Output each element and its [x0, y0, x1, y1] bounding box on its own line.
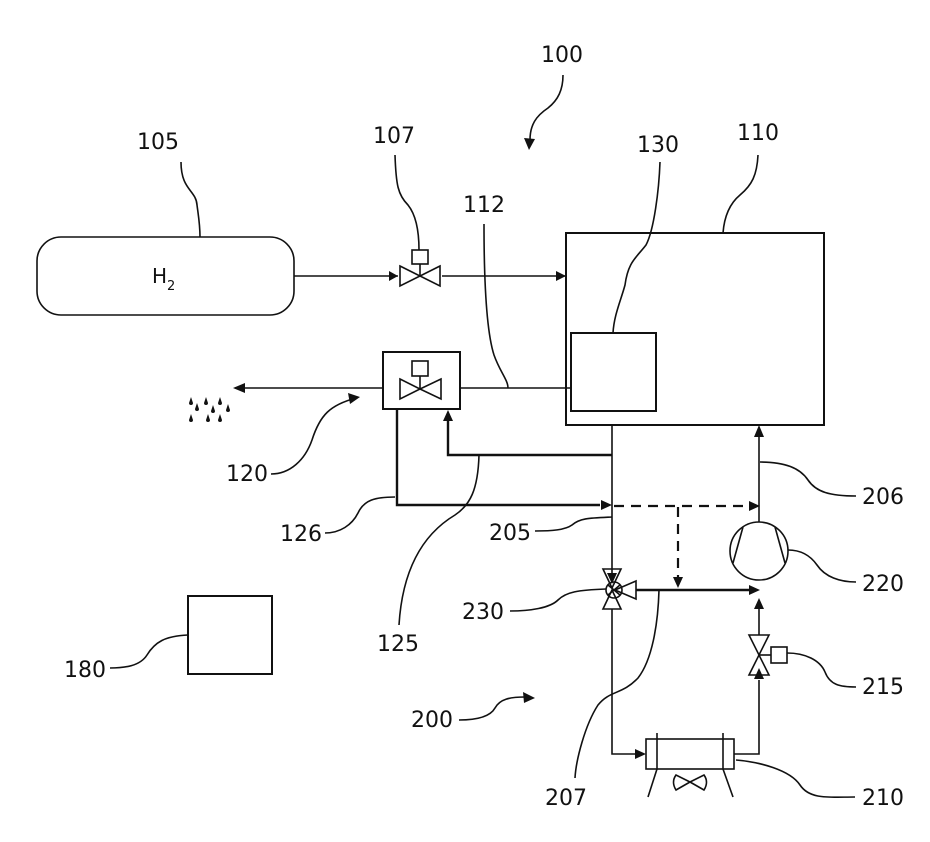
- leader-206: [760, 462, 856, 496]
- arrowhead: [556, 271, 566, 281]
- coolant-valve: [749, 635, 787, 675]
- ref-105: 105: [137, 130, 179, 155]
- ref-205: 205: [489, 521, 531, 546]
- supply-valve: [400, 250, 440, 286]
- pump-vane: [775, 527, 785, 563]
- fan-icon: [674, 775, 707, 790]
- arrowhead: [635, 749, 646, 759]
- ref-215: 215: [862, 675, 904, 700]
- hydrogen-symbol: H: [152, 264, 167, 288]
- ref-207: 207: [545, 786, 587, 811]
- fan-shroud-right: [723, 769, 733, 797]
- ref-120: 120: [226, 462, 268, 487]
- ref-125: 125: [377, 632, 419, 657]
- leader-215: [787, 653, 856, 687]
- arrowhead: [233, 383, 245, 393]
- ref-230: 230: [462, 600, 504, 625]
- leader-112: [484, 224, 508, 388]
- arrowhead: [749, 585, 760, 595]
- ref-200: 200: [411, 708, 453, 733]
- arrowhead: [601, 500, 612, 510]
- leader-210: [736, 760, 855, 797]
- arrowhead: [348, 393, 360, 404]
- arrowhead: [754, 668, 764, 679]
- water-separator: [571, 333, 656, 411]
- radiator: [646, 739, 734, 769]
- leader-105: [181, 162, 200, 237]
- ref-180: 180: [64, 658, 106, 683]
- arrowhead: [754, 425, 764, 437]
- leader-230: [510, 589, 606, 611]
- leader-100: [530, 75, 563, 140]
- arrowhead: [523, 692, 535, 703]
- fan-shroud-left: [648, 769, 657, 797]
- ref-220: 220: [862, 572, 904, 597]
- leader-120: [271, 398, 356, 474]
- ref-110: 110: [737, 121, 779, 146]
- ref-100: 100: [541, 43, 583, 68]
- leader-180: [110, 635, 188, 668]
- leader-107: [395, 155, 419, 250]
- water-droplets-icon: [189, 397, 230, 422]
- arrowhead: [754, 598, 764, 609]
- ref-107: 107: [373, 124, 415, 149]
- ref-126: 126: [280, 522, 322, 547]
- arrowhead: [443, 410, 453, 421]
- leader-200: [459, 697, 525, 720]
- coolant-to-radiator-line: [612, 609, 636, 754]
- arrowhead: [524, 138, 535, 150]
- ref-112: 112: [463, 193, 505, 218]
- radiator-out-line: [734, 680, 759, 754]
- pump-vane: [733, 527, 743, 563]
- pump: [730, 522, 788, 580]
- arrowhead: [389, 271, 398, 281]
- ref-206: 206: [862, 485, 904, 510]
- arrowhead: [673, 577, 683, 588]
- leader-205: [535, 517, 612, 531]
- leader-110: [723, 155, 758, 233]
- controller: [188, 596, 272, 674]
- ref-130: 130: [637, 133, 679, 158]
- ref-210: 210: [862, 786, 904, 811]
- leader-220: [788, 550, 856, 582]
- hydrogen-subscript: 2: [167, 279, 175, 294]
- leader-126: [325, 497, 395, 533]
